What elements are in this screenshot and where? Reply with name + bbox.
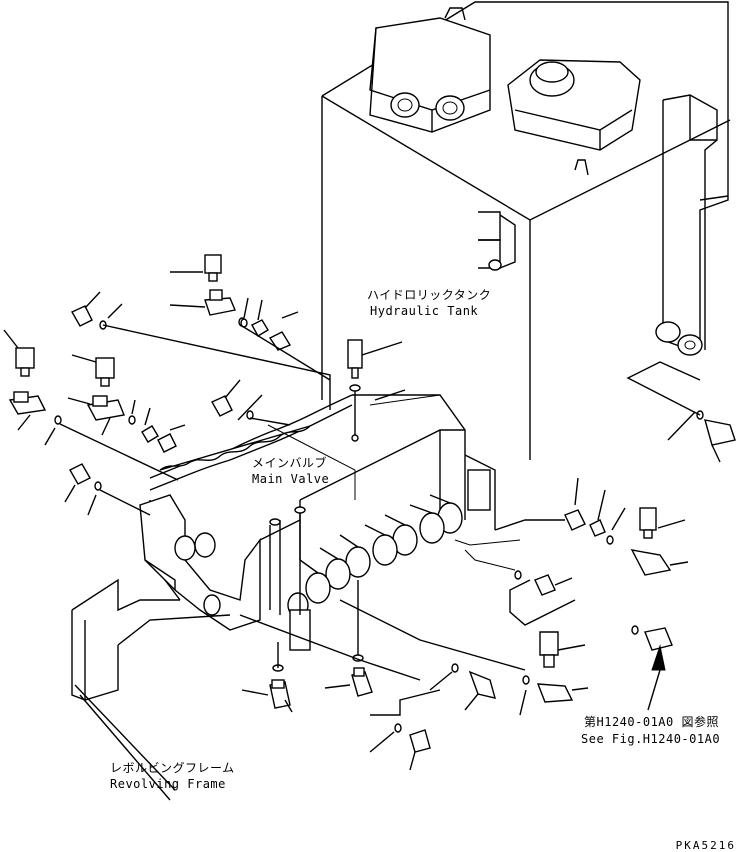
- leader-lines: [267, 394, 521, 571]
- spool-caps: [287, 494, 463, 651]
- fittings-top-valve: [347, 339, 406, 442]
- fittings-right: [494, 361, 736, 716]
- reference-label-en: See Fig.H1240-01A0: [581, 732, 720, 746]
- fittings-bottom: [239, 580, 526, 771]
- main-valve-label-jp: メインバルブ: [252, 455, 327, 470]
- fittings-left: [3, 254, 331, 516]
- hydraulic-tank-label-jp: ハイドロリックタンク: [367, 288, 491, 302]
- reference-label-jp: 第H1240-01A0 図参照: [584, 714, 719, 729]
- drawing-code: PKA5216: [676, 839, 736, 852]
- revolving-frame-label-jp: レボルビングフレーム: [110, 761, 235, 775]
- hydraulic-tank: [321, 1, 731, 460]
- revolving-frame: [71, 578, 231, 801]
- main-valve: [139, 394, 496, 651]
- revolving-frame-label-en: Revolving Frame: [110, 777, 226, 791]
- main-valve-label-en: Main Valve: [252, 472, 329, 486]
- hydraulic-tank-label-en: Hydraulic Tank: [370, 304, 478, 318]
